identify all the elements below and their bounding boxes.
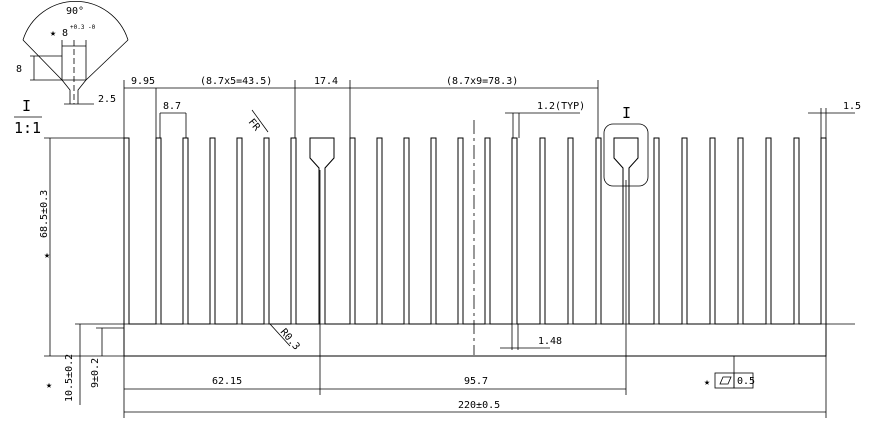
flatness-symbol-box (714, 372, 735, 389)
detail-stem-label: 2.5 (98, 94, 116, 105)
detail-height-label: 8 (16, 64, 22, 75)
fin-radius-label: FR (246, 117, 263, 134)
scale-label: 1:1 (14, 119, 41, 137)
pitch-group-1-label: (8.7x5=43.5) (200, 76, 272, 87)
center-offset-label: 95.7 (464, 376, 488, 387)
section-marker-label: I (622, 104, 631, 122)
section-letter: I (22, 97, 31, 115)
side-dimensions: ★ 68.5±0.3 ★ 10.5±0.2 9±0.2 (39, 137, 124, 405)
profile-outline (123, 137, 827, 357)
detail-angle-label: 90° (66, 6, 84, 17)
heatsink-profile (75, 120, 855, 395)
base-total-label: 10.5±0.2 (64, 354, 75, 402)
top-dimensions: 9.95 (8.7x5=43.5) 17.4 (8.7x9=78.3) 8.7 … (123, 76, 861, 138)
flatness-value-label: 0.5 (737, 376, 755, 387)
left-offset-label: 62.15 (212, 376, 242, 387)
base-label: 9±0.2 (90, 358, 101, 388)
overall-width-label: 220±0.5 (458, 400, 500, 411)
fin-thickness-label: 1.2(TYP) (537, 101, 585, 112)
flatness-callout: ★ 0.5 (704, 356, 755, 389)
pitch-group-2-label: (8.7x9=78.3) (446, 76, 518, 87)
star-icon: ★ (46, 380, 52, 391)
edge-offset-label: 9.95 (131, 76, 155, 87)
height-label: 68.5±0.3 (39, 190, 50, 238)
bottom-dimensions: R0.3 1.48 62.15 95.7 220±0.5 (123, 323, 827, 418)
center-gap-label: 17.4 (314, 76, 338, 87)
star-icon: ★ (50, 28, 56, 39)
star-icon: ★ (704, 377, 710, 388)
detail-view: 90° ★ 8 +0.3 -0 8 2.5 I 1:1 (14, 1, 129, 137)
end-thickness-label: 1.5 (843, 101, 861, 112)
detail-fin-width-label: 8 (62, 28, 68, 39)
pitch-label: 8.7 (163, 101, 181, 112)
root-radius-label: R0.3 (278, 327, 302, 353)
min-gap-label: 1.48 (538, 336, 562, 347)
flatness-icon (719, 376, 732, 385)
star-icon: ★ (44, 250, 50, 261)
detail-fin-width-tolerance: +0.3 -0 (70, 24, 96, 31)
flatness-value-box (733, 372, 754, 389)
section-marker-box (603, 123, 649, 187)
